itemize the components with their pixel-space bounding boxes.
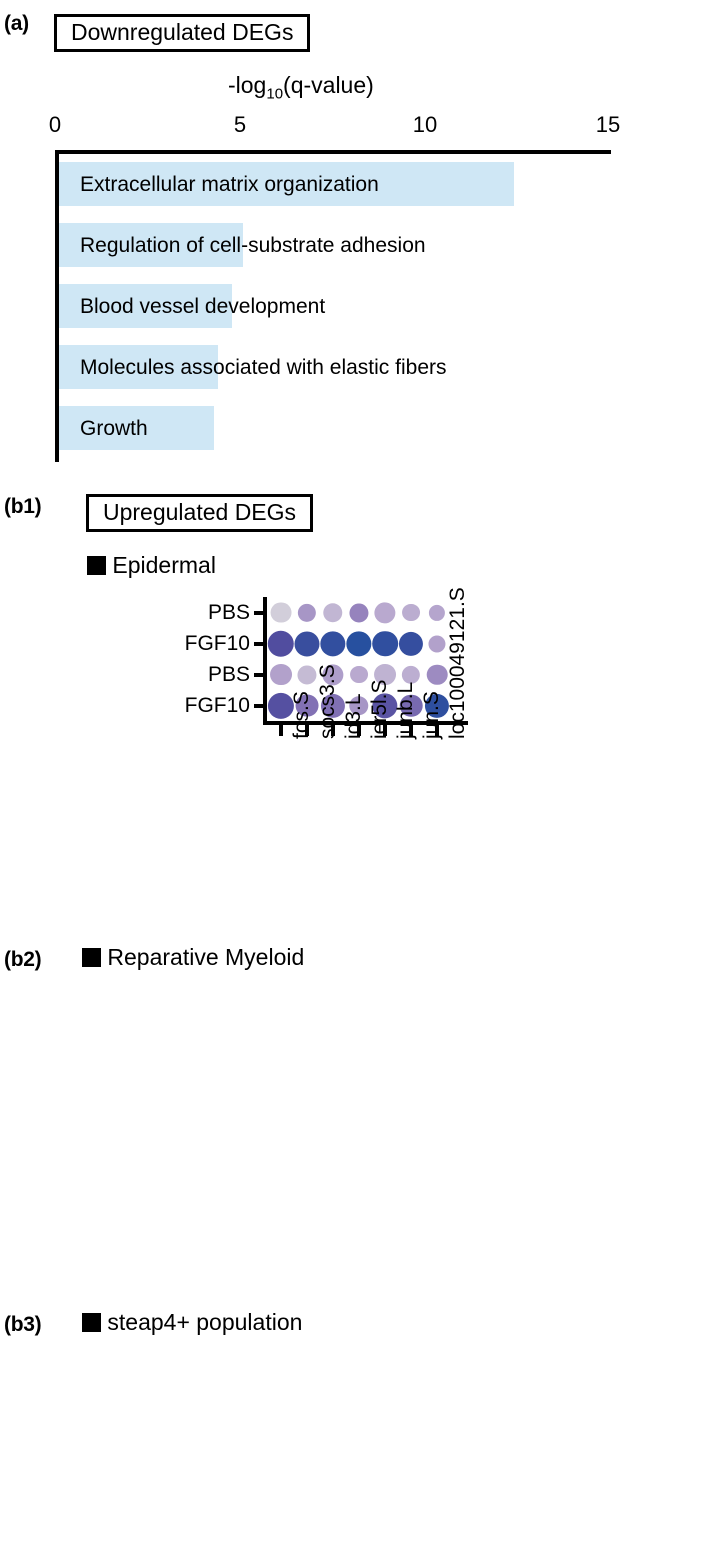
dotplot-row-label-fgf10: FGF10 (184, 631, 250, 655)
dotplot-dot (372, 630, 398, 657)
panel-b1-subtitle-row: Epidermal (87, 552, 216, 579)
panel-a-axis-title: -log10(q-value) (228, 72, 374, 103)
dotplot-x-tick (357, 725, 361, 736)
dotplot-dot (297, 664, 317, 685)
panel-a-xtick-0: 0 (48, 112, 62, 137)
dotplot-dot (323, 602, 343, 623)
panel-b1-title: Upregulated DEGs (86, 494, 314, 533)
panel-b3-subtitle-row: steap4+ population (82, 1309, 302, 1336)
panel-a-bar-3 (59, 345, 218, 389)
dotplot-dot (322, 663, 344, 686)
panel-a-bar-4 (59, 406, 214, 450)
panel-a-bar-label-4: Growth (80, 417, 148, 440)
dotplot-dot (349, 695, 369, 716)
panel-a-label: (a) (4, 12, 29, 35)
panel-a-y-axis (55, 150, 59, 462)
black-square-icon (82, 948, 101, 967)
panel-a-xtick-10: 10 (412, 112, 438, 137)
panel-b1-label: (b1) (4, 495, 42, 518)
panel-b2-subtitle-row: Reparative Myeloid (82, 944, 304, 971)
dotplot-x-tick (331, 725, 335, 736)
dotplot-dot (374, 601, 396, 624)
panel-a-x-axis (55, 150, 611, 154)
panel-a-bar-label-1: Regulation of cell-substrate adhesion (80, 234, 426, 257)
dotplot-dot (374, 663, 396, 686)
axis-title-sub: 10 (266, 85, 284, 103)
panel-b3-subtitle: steap4+ population (107, 1309, 303, 1335)
panel-a-bar-2 (59, 284, 232, 328)
axis-title-pre: -log (228, 72, 267, 98)
dotplot-row-label-pbs: PBS (207, 600, 250, 624)
dotplot-x-tick (305, 725, 309, 736)
dotplot-dot (320, 693, 346, 718)
panel-a-xtick-15: 15 (595, 112, 621, 137)
dotplot-dot (349, 602, 369, 623)
dotplot-dot (350, 665, 368, 684)
panel-a-chart: 0 5 10 15 Extracellular matrix organizat… (0, 0, 709, 480)
dotplot-x-tick (383, 725, 387, 736)
panel-a-bar-label-0: Extracellular matrix organization (80, 173, 379, 196)
dotplot-dot (267, 630, 295, 657)
dotplot-y-tick (254, 703, 263, 708)
dotplot-dot (267, 692, 295, 719)
dotplot-dot (320, 630, 346, 657)
panel-a-bar-0 (59, 162, 514, 206)
panel-a-bar-1 (59, 223, 243, 267)
axis-title-post: (q-value) (283, 72, 374, 98)
dotplot-dot (424, 693, 450, 718)
dotplot-dot (270, 602, 292, 623)
panel-a-bar-label-3: Molecules associated with elastic fibers (80, 356, 447, 379)
panel-b1-subtitle: Epidermal (112, 552, 216, 578)
panel-a-xtick-5: 5 (233, 112, 247, 137)
panel-b3-label: (b3) (4, 1313, 42, 1336)
panel-a-bar-label-2: Blood vessel development (80, 295, 326, 318)
dotplot-x-tick (409, 725, 413, 736)
dotplot-row-label-pbs: PBS (207, 662, 250, 686)
panel-b1-title-box: Upregulated DEGs (86, 494, 314, 533)
dotplot-row-label-fgf10: FGF10 (184, 693, 250, 717)
dotplot-dot (399, 694, 423, 717)
dotplot-dot (372, 692, 398, 719)
dotplot-y-tick (254, 672, 263, 677)
dotplot-dot (398, 631, 424, 656)
dotplot-dot (295, 694, 319, 717)
dotplot-dot (401, 665, 421, 684)
dotplot-dot (297, 603, 317, 622)
panel-b2-label: (b2) (4, 948, 42, 971)
dotplot-dot (426, 664, 448, 685)
dotplot-dot (346, 630, 372, 657)
panel-a-title: Downregulated DEGs (54, 14, 311, 53)
panel-b2-subtitle: Reparative Myeloid (107, 944, 305, 970)
dotplot-dot (428, 634, 446, 653)
dotplot-y-tick (254, 610, 263, 615)
black-square-icon (82, 1313, 101, 1332)
dotplot-dot (428, 604, 446, 621)
dotplot-dot (402, 603, 420, 622)
panel-a-title-box: Downregulated DEGs (54, 14, 311, 53)
dotplot-x-tick (279, 725, 283, 736)
dotplot-x-axis (263, 721, 468, 725)
black-square-icon (87, 556, 106, 575)
dotplot-y-axis (263, 597, 267, 721)
dotplot-dot (270, 663, 292, 686)
dotplot-y-tick (254, 641, 263, 646)
dotplot-x-tick (435, 725, 439, 736)
dotplot-dot (294, 630, 320, 657)
